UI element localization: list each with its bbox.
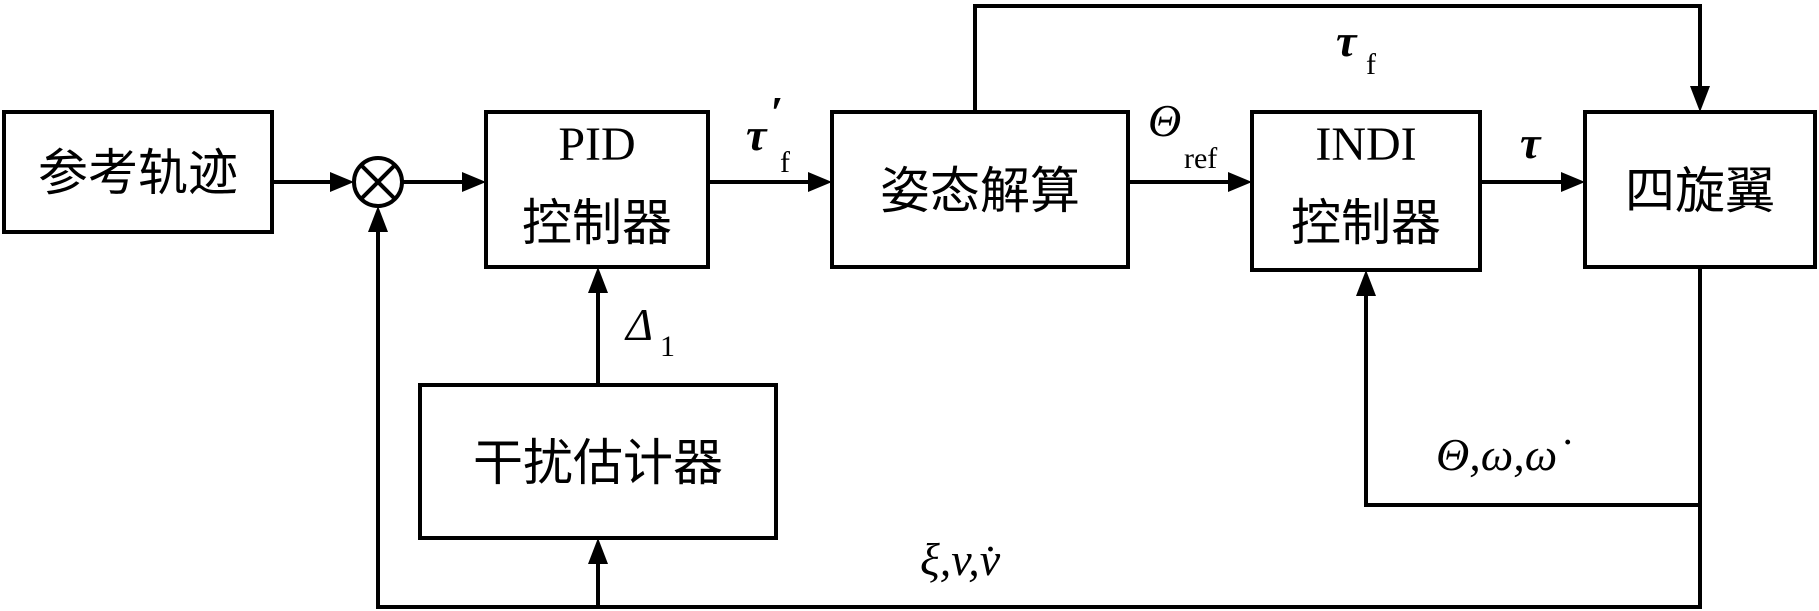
pid-label-line2: 控制器: [522, 194, 672, 252]
label-theta-omega: Θ,ω,ω̇: [1436, 429, 1571, 480]
pid-label-line1: PID: [558, 118, 635, 171]
wire-pid-to-attitude: [708, 172, 832, 192]
disturbance-estimator-label: 干扰估计器: [473, 434, 723, 492]
wire-tau-f-bypass: [973, 4, 1710, 112]
svg-text:1: 1: [660, 330, 675, 363]
reference-trajectory-label: 参考轨迹: [38, 144, 238, 202]
svg-text:Θ: Θ: [1148, 95, 1181, 146]
wire-reference-to-sum: [272, 172, 354, 192]
wire-position-feedback: [368, 206, 1702, 609]
pid-controller-block: PID 控制器: [484, 110, 710, 269]
label-xi-v: ξ,v,v̇: [920, 534, 1001, 585]
svg-text:f: f: [780, 146, 790, 179]
svg-text:ref: ref: [1184, 142, 1217, 175]
label-theta-ref: Θ ref: [1148, 95, 1217, 175]
label-delta-1: Δ 1: [624, 299, 675, 363]
label-tau-f-prime: τ ′ f: [746, 87, 790, 179]
quadrotor-block: 四旋翼: [1583, 110, 1817, 269]
svg-text:τ: τ: [1336, 15, 1358, 66]
disturbance-estimator-block: 干扰估计器: [418, 383, 778, 540]
wire-sum-to-pid: [402, 172, 486, 192]
svg-text:f: f: [1366, 48, 1376, 81]
indi-controller-block: INDI 控制器: [1250, 110, 1482, 272]
indi-label-line1: INDI: [1315, 118, 1416, 171]
svg-text:Δ: Δ: [624, 299, 653, 350]
attitude-solver-label: 姿态解算: [880, 162, 1080, 220]
svg-text:τ: τ: [1520, 117, 1542, 168]
label-tau: τ: [1520, 117, 1542, 168]
indi-label-line2: 控制器: [1291, 194, 1441, 252]
wire-attitude-to-indi: [1128, 172, 1252, 192]
label-tau-f: τ f: [1336, 15, 1376, 81]
svg-text:′: ′: [770, 87, 783, 138]
wire-attitude-feedback: [1356, 267, 1702, 507]
attitude-solver-block: 姿态解算: [830, 110, 1130, 269]
wire-indi-to-quadrotor: [1480, 172, 1585, 192]
summing-junction: [352, 156, 404, 208]
svg-text:τ: τ: [746, 109, 768, 160]
quadrotor-label: 四旋翼: [1625, 162, 1775, 220]
wire-estimator-to-pid: [588, 267, 608, 385]
wire-feedback-to-estimator: [588, 538, 608, 607]
reference-trajectory-block: 参考轨迹: [2, 110, 274, 234]
